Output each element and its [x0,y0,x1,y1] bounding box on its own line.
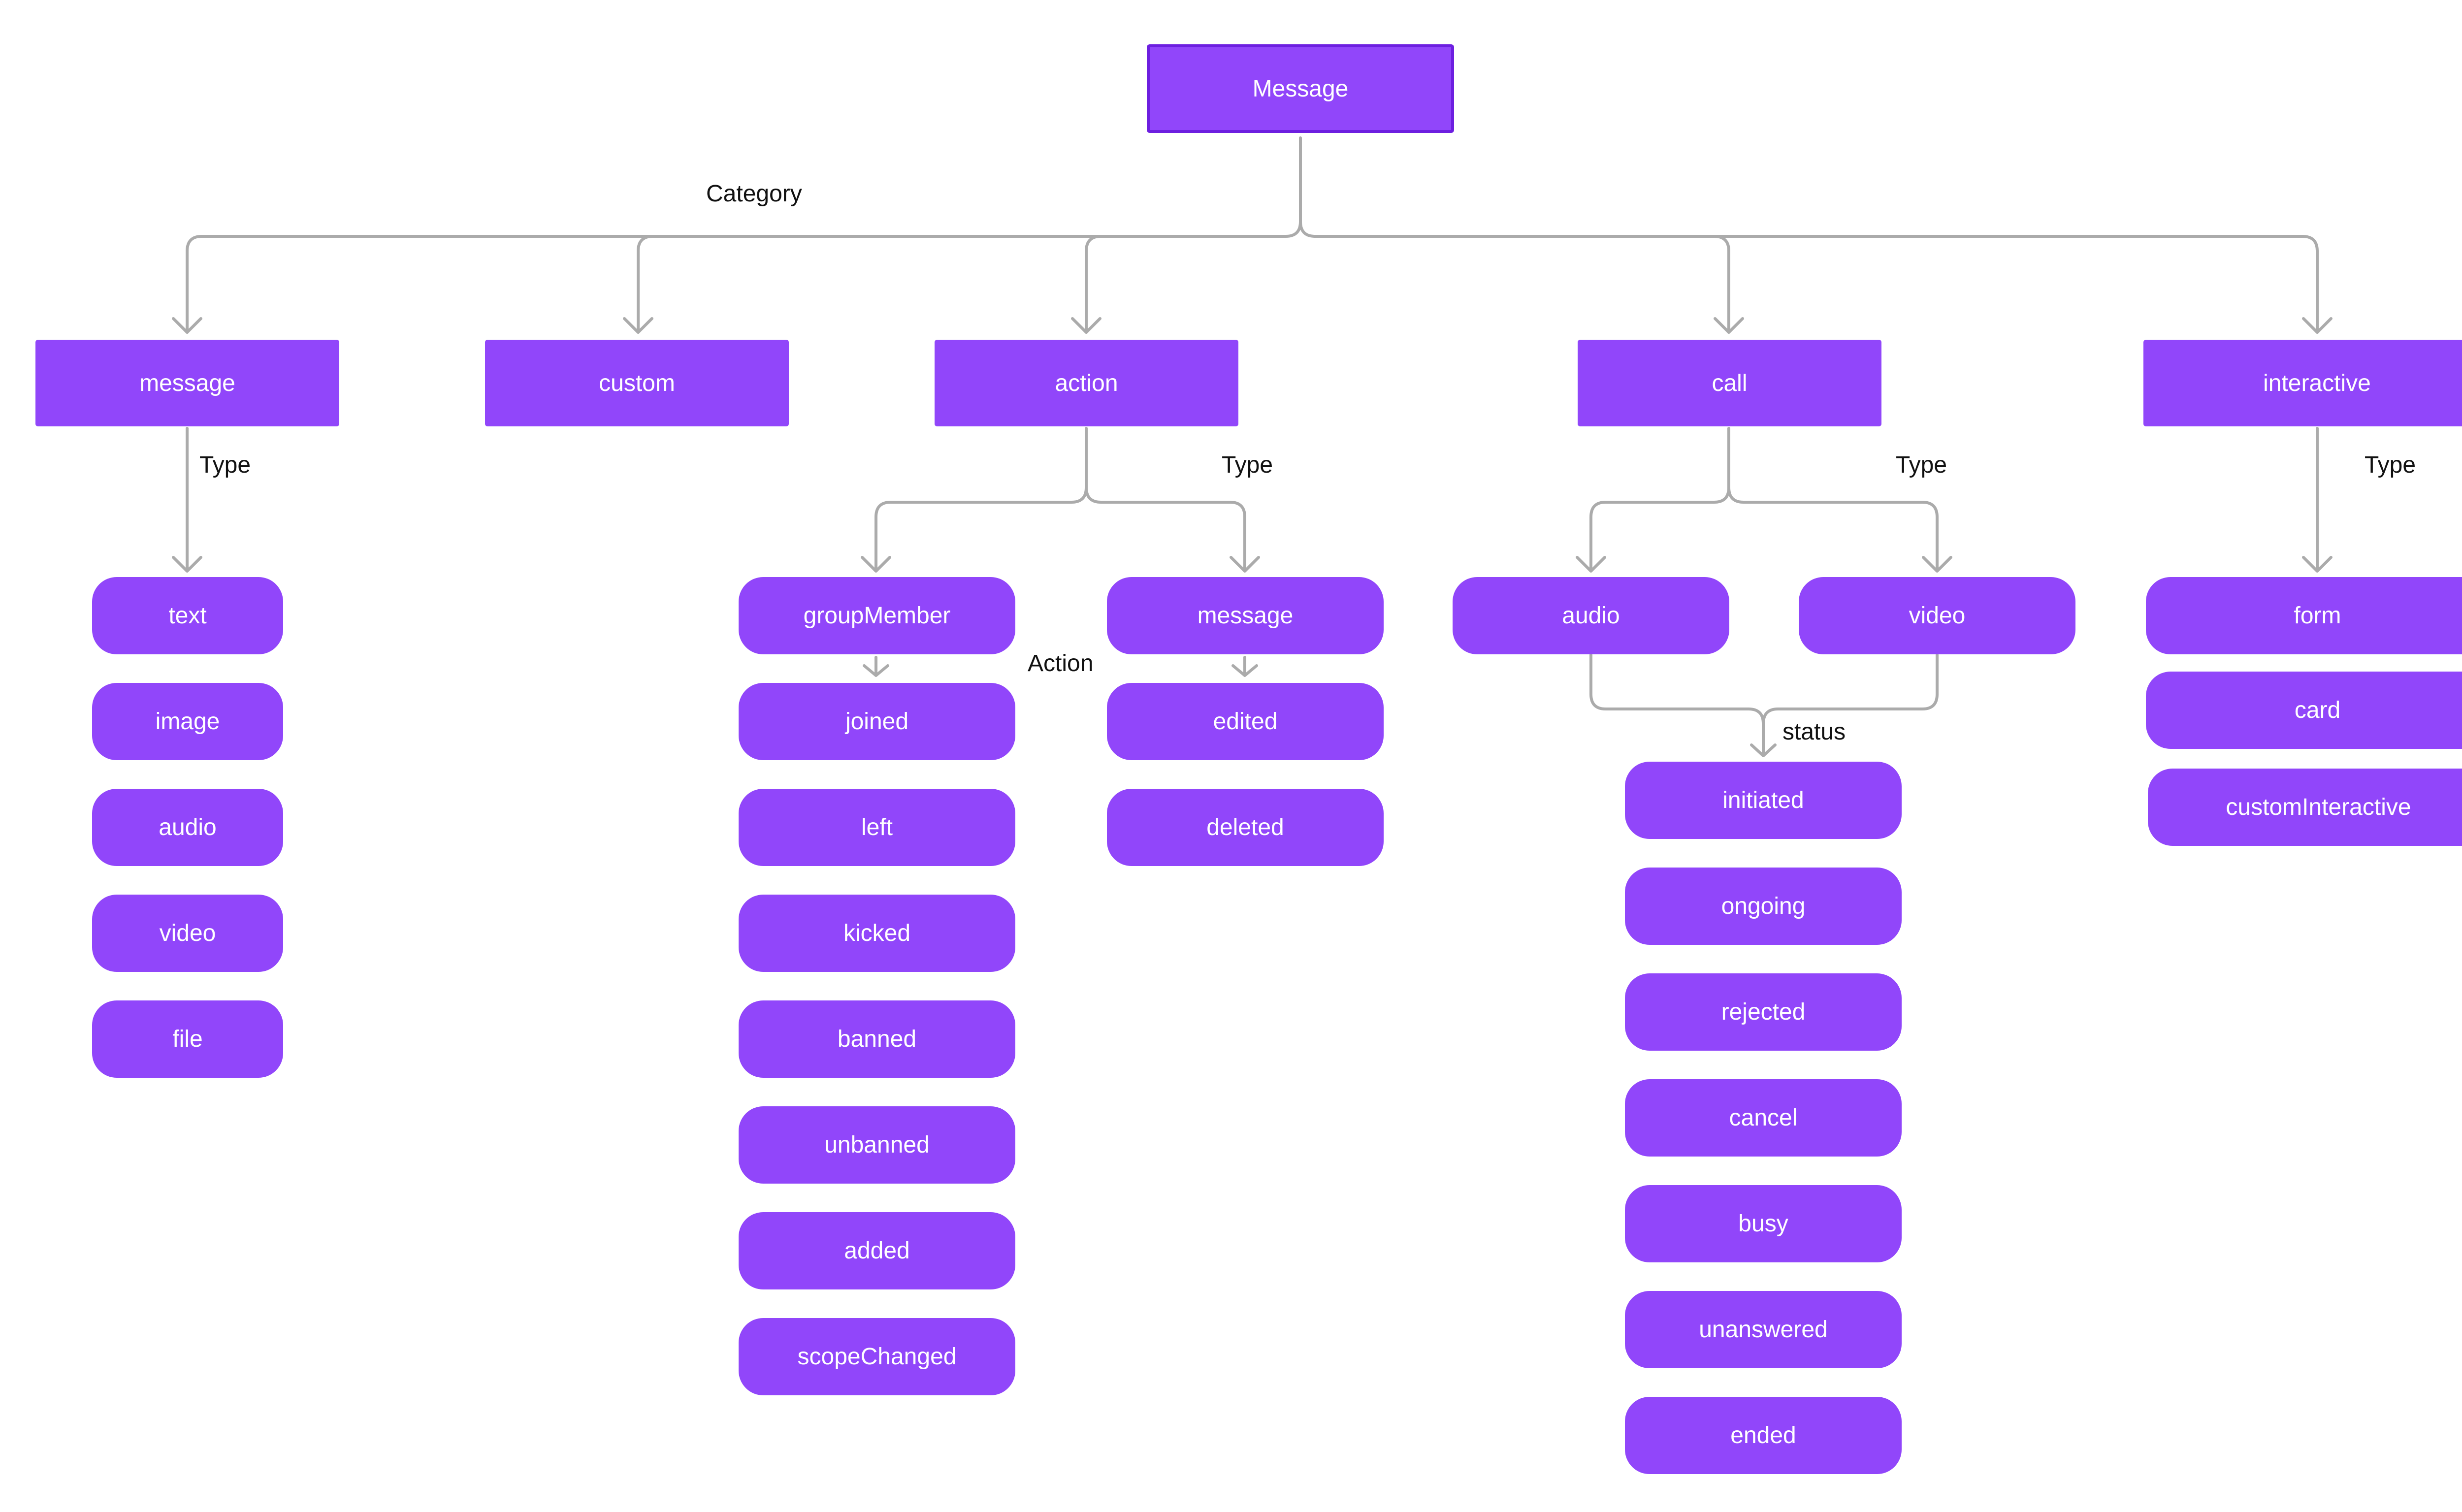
message-type-file: file [92,1000,283,1078]
edge-action-message-to-actions [1231,656,1258,677]
call-status-ended: ended [1625,1397,1902,1474]
group-member-action-joined: joined [739,683,1015,760]
label-message-type: Type [199,452,251,478]
message-type-text: text [92,577,283,654]
edge-call-types-to-status [1589,653,1939,757]
label-category: Category [706,181,802,207]
call-type-audio: audio [1453,577,1729,654]
call-status-cancel: cancel [1625,1079,1902,1157]
call-status-rejected: rejected [1625,973,1902,1051]
category-action: action [935,340,1238,426]
edge-message-to-types [172,427,202,573]
label-interactive-type: Type [2365,452,2416,478]
label-action-type: Type [1222,452,1273,478]
group-member-action-banned: banned [739,1000,1015,1078]
category-custom: custom [485,340,789,426]
edge-action-to-types [861,427,1260,573]
edge-groupmember-to-actions [863,656,889,677]
category-call: call [1578,340,1881,426]
root-node-message: Message [1147,44,1454,133]
group-member-action-added: added [739,1212,1015,1289]
call-status-busy: busy [1625,1185,1902,1262]
action-type-message: message [1107,577,1384,654]
group-member-action-scope-changed: scopeChanged [739,1318,1015,1395]
label-status: status [1782,719,1846,745]
edge-call-to-types [1576,427,1952,573]
message-type-image: image [92,683,283,760]
group-member-action-left: left [739,789,1015,866]
message-action-edited: edited [1107,683,1384,760]
call-status-initiated: initiated [1625,762,1902,839]
call-status-ongoing: ongoing [1625,868,1902,945]
call-status-unanswered: unanswered [1625,1291,1902,1368]
label-call-type: Type [1896,452,1947,478]
action-type-group-member: groupMember [739,577,1015,654]
interactive-type-card: card [2146,672,2462,749]
category-interactive: interactive [2143,340,2462,426]
interactive-type-form: form [2146,577,2462,654]
category-message: message [35,340,339,426]
interactive-type-custom-interactive: customInteractive [2148,769,2462,846]
label-action: Action [1028,650,1094,676]
edge-root-to-categories [186,136,2319,334]
message-action-deleted: deleted [1107,789,1384,866]
edge-interactive-to-types [2302,427,2332,573]
group-member-action-unbanned: unbanned [739,1106,1015,1184]
call-type-video: video [1799,577,2075,654]
message-type-audio: audio [92,789,283,866]
message-type-video: video [92,895,283,972]
group-member-action-kicked: kicked [739,895,1015,972]
